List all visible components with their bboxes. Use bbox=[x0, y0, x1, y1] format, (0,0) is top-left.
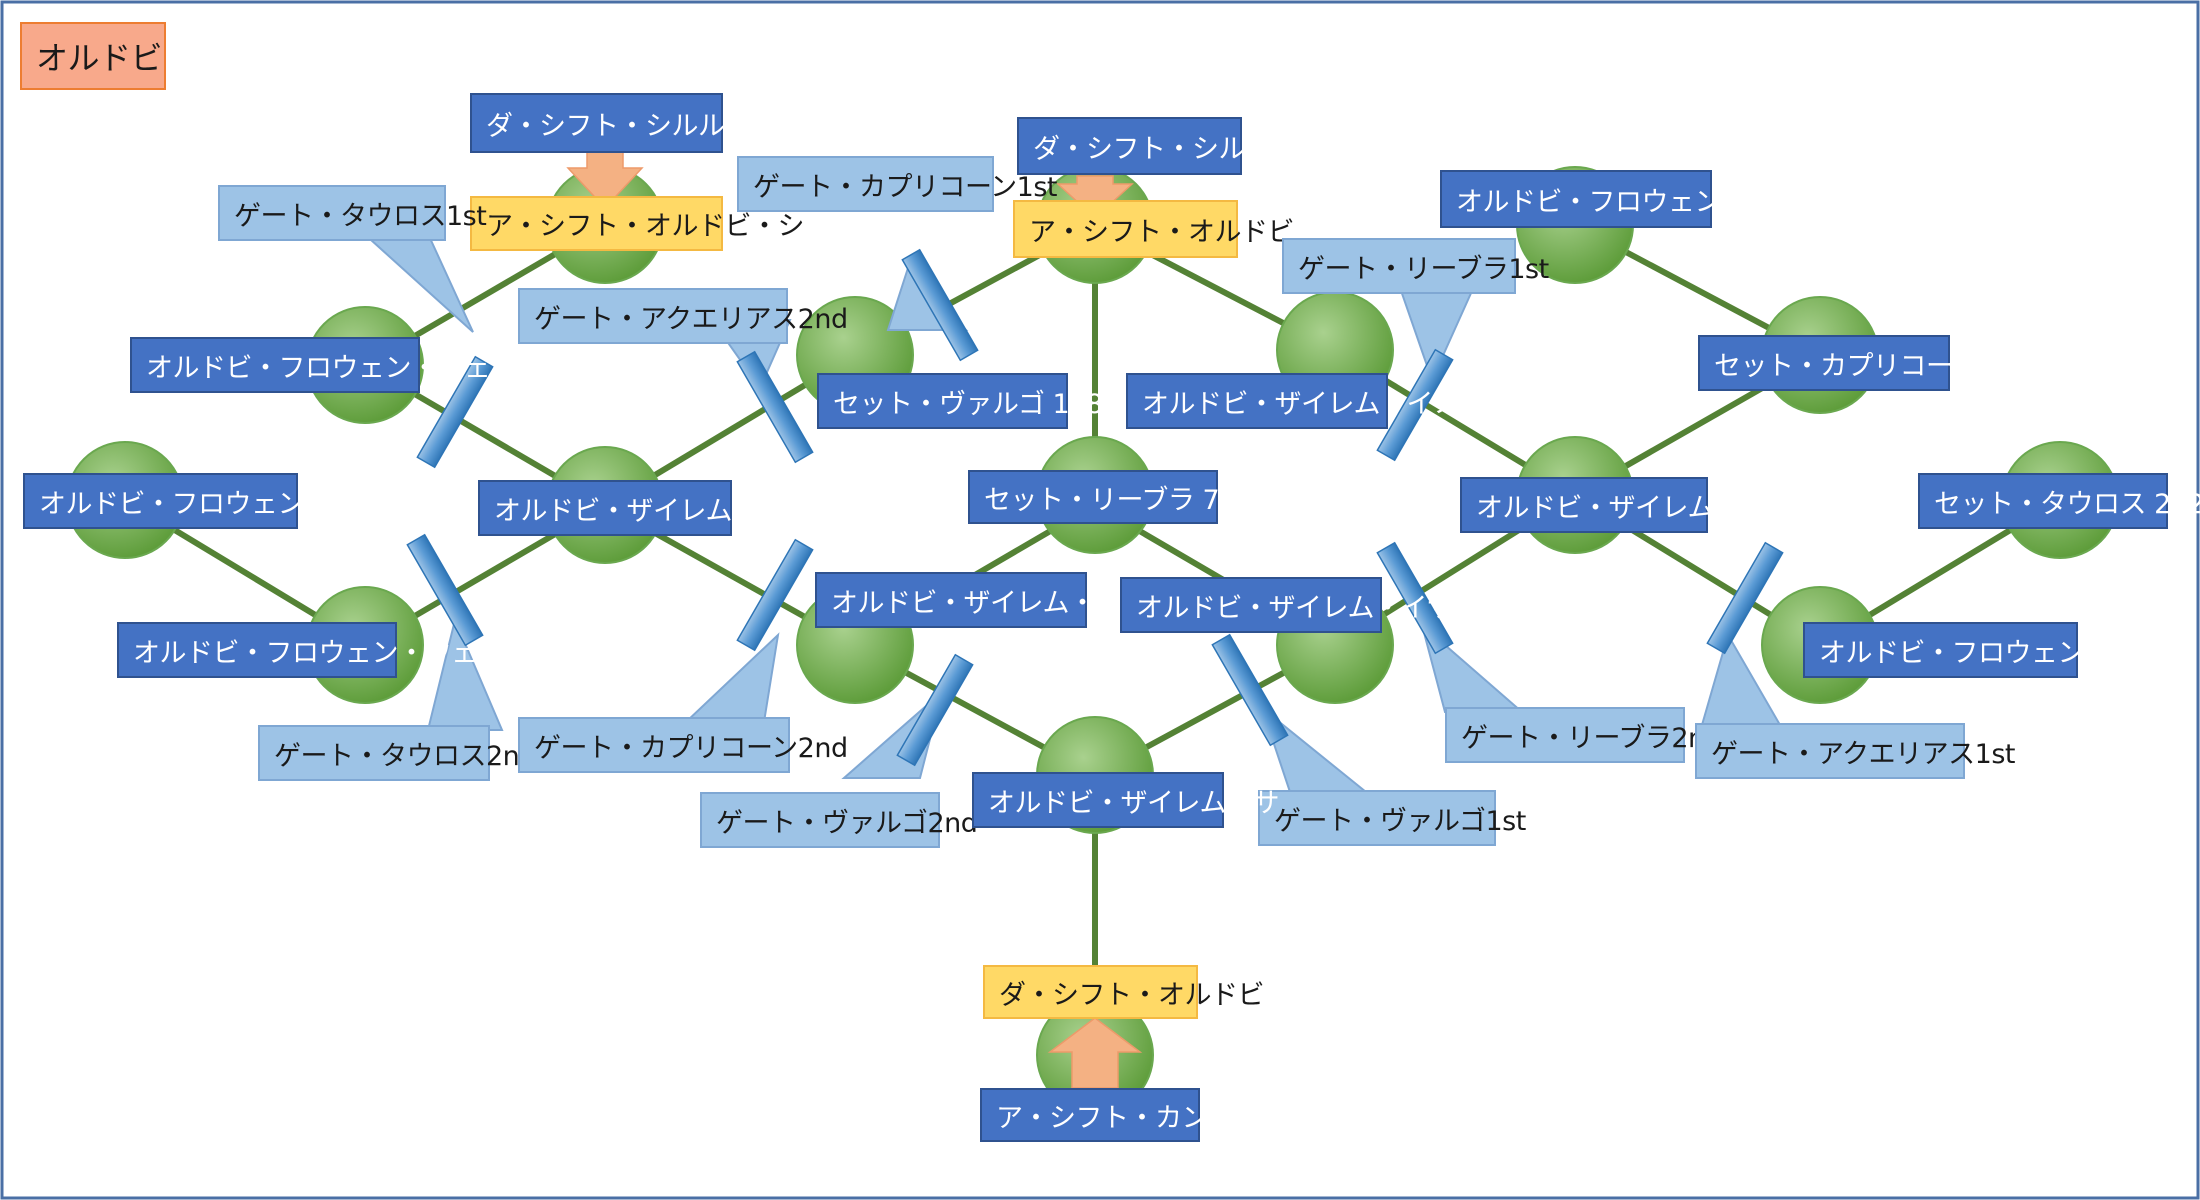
label-gate-aquarius-1st: ゲート・アクエリアス1st bbox=[1695, 723, 2015, 779]
label-set-virgo: セット・ヴァルゴ 108s bbox=[817, 373, 1117, 429]
label-a-shift-ordovi-si: ア・シフト・オルドビ・シ bbox=[470, 196, 805, 251]
label-a-shift-ordovi: ア・シフト・オルドビ bbox=[1013, 200, 1295, 258]
label-da-shift-sirul: ダ・シフト・シルル bbox=[1017, 117, 1272, 175]
label-gate-taurus-1st: ゲート・タウロス1st bbox=[218, 185, 487, 241]
diagram-title: オルドビ bbox=[20, 22, 166, 90]
down-arrow-icon bbox=[566, 149, 644, 210]
label-frowen-noi: オルドビ・フロウェン・ノイ bbox=[1440, 170, 1801, 228]
label-a-shift-cambr: ア・シフト・カンブル bbox=[980, 1088, 1261, 1142]
label-gate-libra-1st: ゲート・リーブラ1st bbox=[1282, 238, 1549, 294]
label-zairem-sa: オルドビ・ザイレム・サ bbox=[972, 772, 1279, 828]
gate-bar bbox=[736, 538, 814, 652]
gate-bar bbox=[1211, 633, 1289, 747]
gate-bar bbox=[736, 350, 814, 464]
label-gate-virgo-1st: ゲート・ヴァルゴ1st bbox=[1258, 790, 1526, 846]
gate-bar bbox=[1376, 541, 1454, 655]
label-frowen-ueno: オルドビ・フロウェン・ウェノ bbox=[130, 337, 518, 393]
label-gate-aquarius-2nd: ゲート・アクエリアス2nd bbox=[518, 288, 848, 344]
label-da-shift-sirul-si: ダ・シフト・シルル・シ bbox=[470, 93, 778, 153]
gate-bar bbox=[1376, 348, 1454, 462]
label-set-libra: セット・リーブラ 72s bbox=[968, 470, 1250, 524]
label-frowen-isa: オルドビ・フロウェン・イサ bbox=[1803, 622, 2164, 678]
label-gate-capricorn-1st: ゲート・カプリコーン1st bbox=[737, 156, 1057, 212]
label-gate-capricorn-2nd: ゲート・カプリコーン2nd bbox=[518, 717, 848, 773]
label-da-shift-ordovi: ダ・シフト・オルドビ bbox=[983, 965, 1265, 1019]
gate-bar bbox=[406, 533, 484, 647]
label-zairem-isa: オルドビ・ザイレム・イサ bbox=[1120, 577, 1454, 633]
label-set-taurus: セット・タウロス 252s bbox=[1918, 473, 2200, 529]
gate-bar bbox=[901, 248, 979, 362]
label-zairem-ino: オルドビ・ザイレム・イノ bbox=[1126, 373, 1460, 429]
label-frowen-ue: オルドビ・フロウェン・ウェ bbox=[23, 473, 384, 529]
gate-bar bbox=[416, 355, 494, 469]
label-gate-virgo-2nd: ゲート・ヴァルゴ2nd bbox=[700, 792, 978, 848]
gate-bar bbox=[1706, 541, 1784, 655]
label-zairem-ue: オルドビ・ザイレム・ウェ bbox=[478, 480, 812, 536]
label-zairem-i: オルドビ・ザイレム・イ bbox=[1460, 477, 1767, 533]
label-frowen-uesa: オルドビ・フロウェン・ウェサ bbox=[117, 622, 505, 678]
gate-bar bbox=[896, 653, 974, 767]
label-zairem-uesa: オルドビ・ザイレム・ウェサ bbox=[815, 572, 1175, 628]
label-set-capricorn: セット・カプリコーン 180s bbox=[1698, 335, 2050, 391]
label-gate-libra-2nd: ゲート・リーブラ2nd bbox=[1445, 707, 1722, 763]
label-gate-taurus-2nd: ゲート・タウロス2nd bbox=[258, 725, 536, 781]
